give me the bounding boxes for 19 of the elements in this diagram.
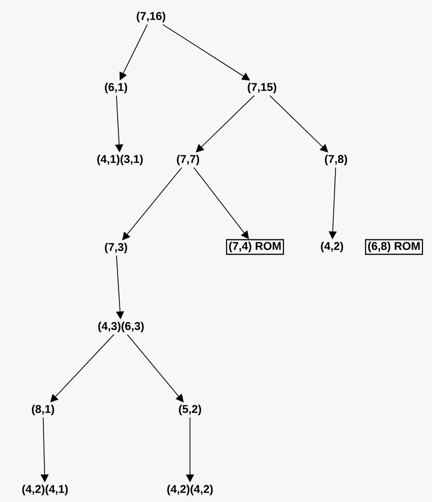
node-label: (4,2) [320, 242, 344, 252]
arrow [122, 167, 182, 240]
boxed-label: (7,4) ROM [226, 239, 284, 255]
node-label: (7,15) [248, 82, 276, 94]
arrow [50, 334, 114, 402]
node-label: (7,3) [104, 242, 128, 254]
node-label: (6,1) [104, 82, 128, 94]
node-label: (4,2)(4,2) [167, 484, 213, 496]
arrow [126, 334, 184, 402]
node-label: (7,7) [176, 154, 200, 166]
node-label: (4,1)(3,1) [97, 154, 143, 166]
node-label: (4,3)(6,3) [98, 322, 144, 332]
node-label: (7,16) [136, 12, 166, 22]
node-label: (4,2)(4,1) [22, 484, 68, 496]
node-label: (8,1) [32, 404, 54, 416]
node-label: (7,8) [324, 154, 348, 166]
arrow [120, 24, 148, 80]
node-label: (5,2) [178, 404, 202, 416]
boxed-label: (6,8) ROM [365, 239, 423, 255]
